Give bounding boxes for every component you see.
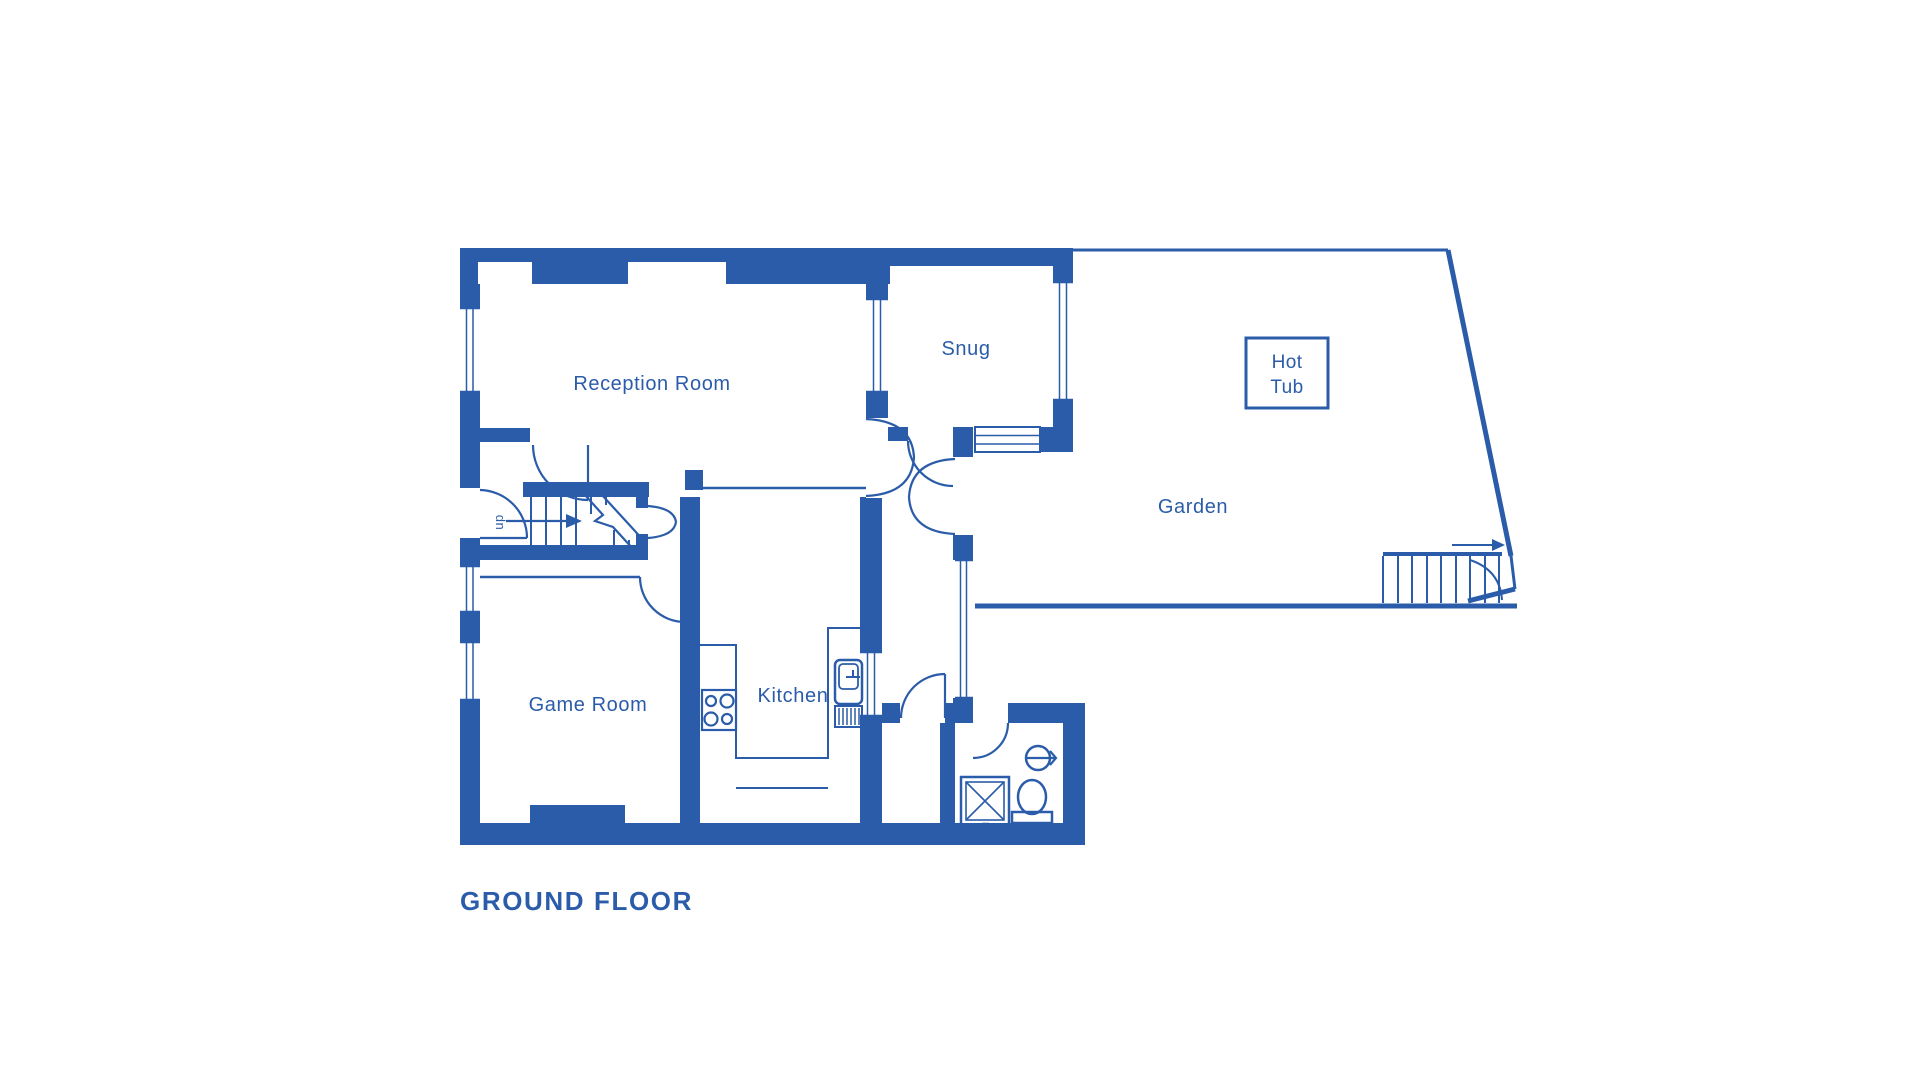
hot-tub-box: Hot Tub [1244,336,1330,410]
floor-title: GROUND FLOOR [460,886,693,916]
garden-area: Hot Tub [975,248,1517,609]
garden-french-doors [907,457,956,536]
reception-doors-opening [866,418,888,498]
bay-window-recess-left [478,262,532,284]
window-gameroom-lower [460,640,480,702]
kitchen-sink-icon [833,658,864,728]
wall-pier [685,470,703,490]
gameroom-door [638,576,686,624]
wall-top-snug [888,248,1073,266]
staircase: up [491,494,646,551]
front-door-opening [460,488,480,538]
window-snug-garden [974,426,1041,453]
stair-direction-arrow [506,514,582,528]
window-kitchen-hall [860,650,882,718]
bay-window-recess-right [628,262,726,284]
hall-door-opening [900,703,945,723]
wall-wc-left [940,723,955,823]
wall-stairs-south [473,545,638,560]
hot-tub-label-line1: Hot [1272,352,1303,373]
partitions [480,486,866,579]
walls [460,248,1085,845]
wall-kitchen-west [680,497,700,823]
wall-hall-stub [480,428,530,442]
chimney-breast [530,805,625,823]
window-reception-snug [866,297,888,394]
garden-steps-arrow [1452,539,1505,551]
reception-hall-door [531,444,590,502]
wall-kitchen-se [860,716,882,823]
wall-snug-bottom-right [1040,427,1073,452]
garden-label: Garden [1158,496,1228,518]
kitchen-counter [700,627,860,759]
window-gameroom-upper [460,564,480,614]
front-door [479,488,529,540]
wall-bottom [460,823,1085,845]
window-snug-right [1053,280,1073,402]
doors [479,417,1010,760]
reception-room-label: Reception Room [573,373,730,395]
room-labels: Reception Room Snug Garden Game Room Kit… [529,338,1228,716]
wall-hall-bottom [860,703,1063,723]
window-hall-garden [955,558,973,700]
wc-door-opening [973,703,1008,723]
game-room-label: Game Room [529,694,648,716]
wall-hall-east-top [953,427,973,457]
garden-gate-bar [1467,586,1516,604]
stairs-up-label: up [491,514,506,529]
basin-icon [1024,744,1058,772]
wall-hall-east-mid [953,535,973,560]
toilet-icon [1010,778,1054,825]
wc-door [972,722,1010,760]
hob-icon [700,688,738,732]
wall-corridor-east [860,497,882,652]
wall-openings [460,262,1008,723]
garden-right-boundary [1445,249,1514,557]
wall-wc-right [1063,703,1085,845]
window-reception-left [460,306,480,394]
wc-fixtures [959,744,1058,827]
windows [460,280,1073,718]
wall-stairs-north [523,482,649,497]
shower-icon [959,775,1011,827]
stair-break-line [584,494,635,551]
stairs-swing-doors [647,504,678,540]
kitchen-label: Kitchen [758,685,829,707]
snug-door [906,440,954,488]
stair-break-line-2 [601,494,646,543]
kitchen-fixtures [700,627,864,789]
hot-tub-label-line2: Tub [1270,377,1303,398]
garden-steps [1382,552,1517,604]
snug-label: Snug [941,338,990,360]
garden-gate-arc [1469,559,1503,601]
wall-stairs-east-top [636,482,648,508]
hall-lobby-door [899,672,947,719]
